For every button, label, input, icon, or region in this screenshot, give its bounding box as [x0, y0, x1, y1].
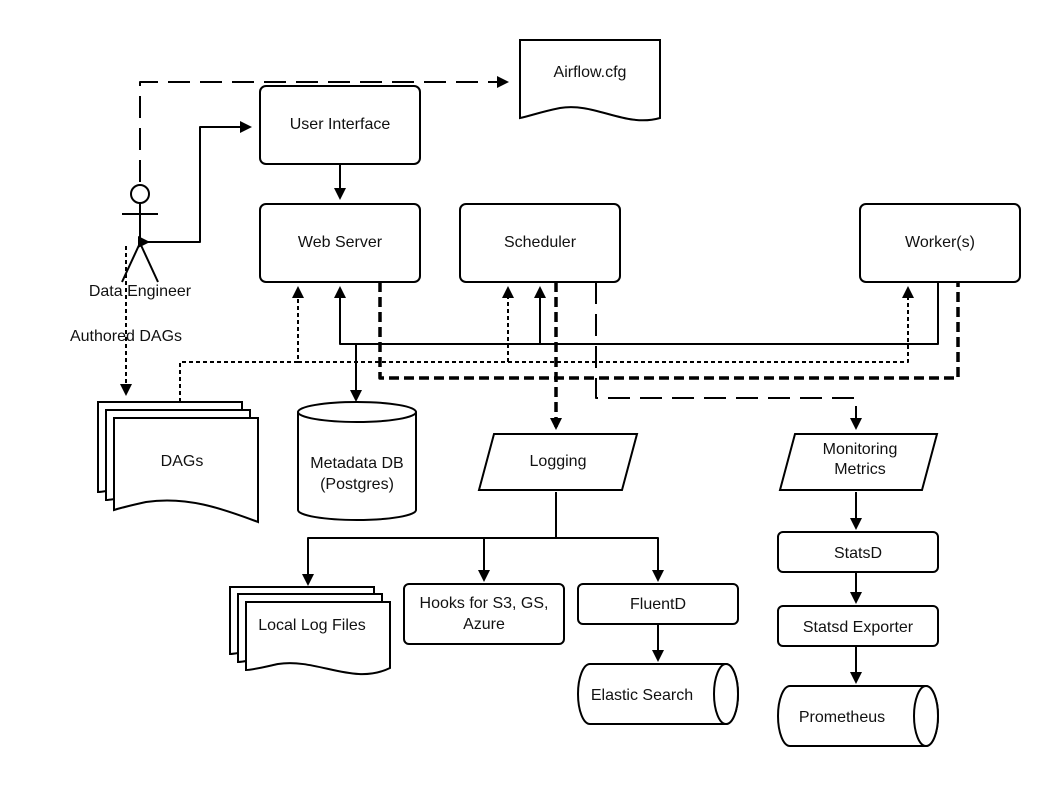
data-engineer-actor: Data Engineer: [89, 184, 192, 300]
fluentd-label: FluentD: [630, 596, 686, 613]
user-interface-node: User Interface: [259, 85, 421, 165]
edge-logging-to-fluentd: [556, 537, 664, 582]
metadata-db-label-line1: Metadata DB: [310, 455, 403, 472]
local-log-files-stack: Local Log Files: [229, 586, 391, 676]
metadata-db-node: Metadata DB (Postgres): [297, 401, 417, 521]
web-server-node: Web Server: [259, 203, 421, 283]
data-engineer-label: Data Engineer: [89, 283, 192, 300]
local-log-files-label: Local Log Files: [258, 617, 366, 634]
monitoring-label-line1: Monitoring: [823, 441, 898, 458]
edge-dags-to-components: [298, 286, 514, 363]
logging-node: Logging: [477, 433, 639, 491]
statsd-exporter-node: Statsd Exporter: [777, 605, 939, 647]
prometheus-label: Prometheus: [799, 709, 885, 726]
edge-workers-to-bus: [540, 282, 939, 345]
logging-label: Logging: [530, 453, 587, 470]
edge-dags-to-webserver: [179, 286, 304, 402]
metadata-db-label-line2: (Postgres): [320, 476, 394, 493]
dags-label: DAGs: [161, 453, 204, 470]
hooks-label-line1: Hooks for S3, GS,: [420, 595, 549, 612]
elastic-search-label: Elastic Search: [591, 687, 693, 704]
edge-engineer-ui: [138, 121, 252, 248]
scheduler-node: Scheduler: [459, 203, 621, 283]
elastic-search-node: Elastic Search: [577, 663, 739, 725]
monitoring-label-line2: Metrics: [834, 461, 886, 478]
airflow-config-file: Airflow.cfg: [519, 39, 661, 122]
workers-node: Worker(s): [859, 203, 1021, 283]
scheduler-label: Scheduler: [504, 234, 577, 251]
edge-dags-to-workers: [508, 286, 914, 363]
edge-webserver-to-logging: [378, 282, 960, 380]
statsd-node: StatsD: [777, 531, 939, 573]
dags-stack: DAGs: [97, 401, 259, 524]
statsd-label: StatsD: [834, 545, 882, 562]
edge-metadata-to-webserver: [334, 286, 356, 345]
hooks-node: Hooks for S3, GS, Azure: [403, 583, 565, 645]
airflow-config-label: Airflow.cfg: [554, 64, 627, 81]
user-interface-label: User Interface: [290, 116, 391, 133]
edge-metadata-to-scheduler: [356, 286, 546, 345]
monitoring-metrics-node: Monitoring Metrics: [778, 433, 939, 491]
workers-label: Worker(s): [905, 234, 975, 251]
edge-logging-to-outputs: [302, 492, 557, 586]
statsd-exporter-label: Statsd Exporter: [803, 619, 914, 636]
hooks-label-line2: Azure: [463, 616, 505, 633]
web-server-label: Web Server: [298, 234, 383, 251]
authored-dags-label: Authored DAGs: [70, 328, 182, 345]
fluentd-node: FluentD: [577, 583, 739, 625]
prometheus-node: Prometheus: [777, 685, 939, 747]
edge-scheduler-to-monitoring: [595, 282, 862, 430]
